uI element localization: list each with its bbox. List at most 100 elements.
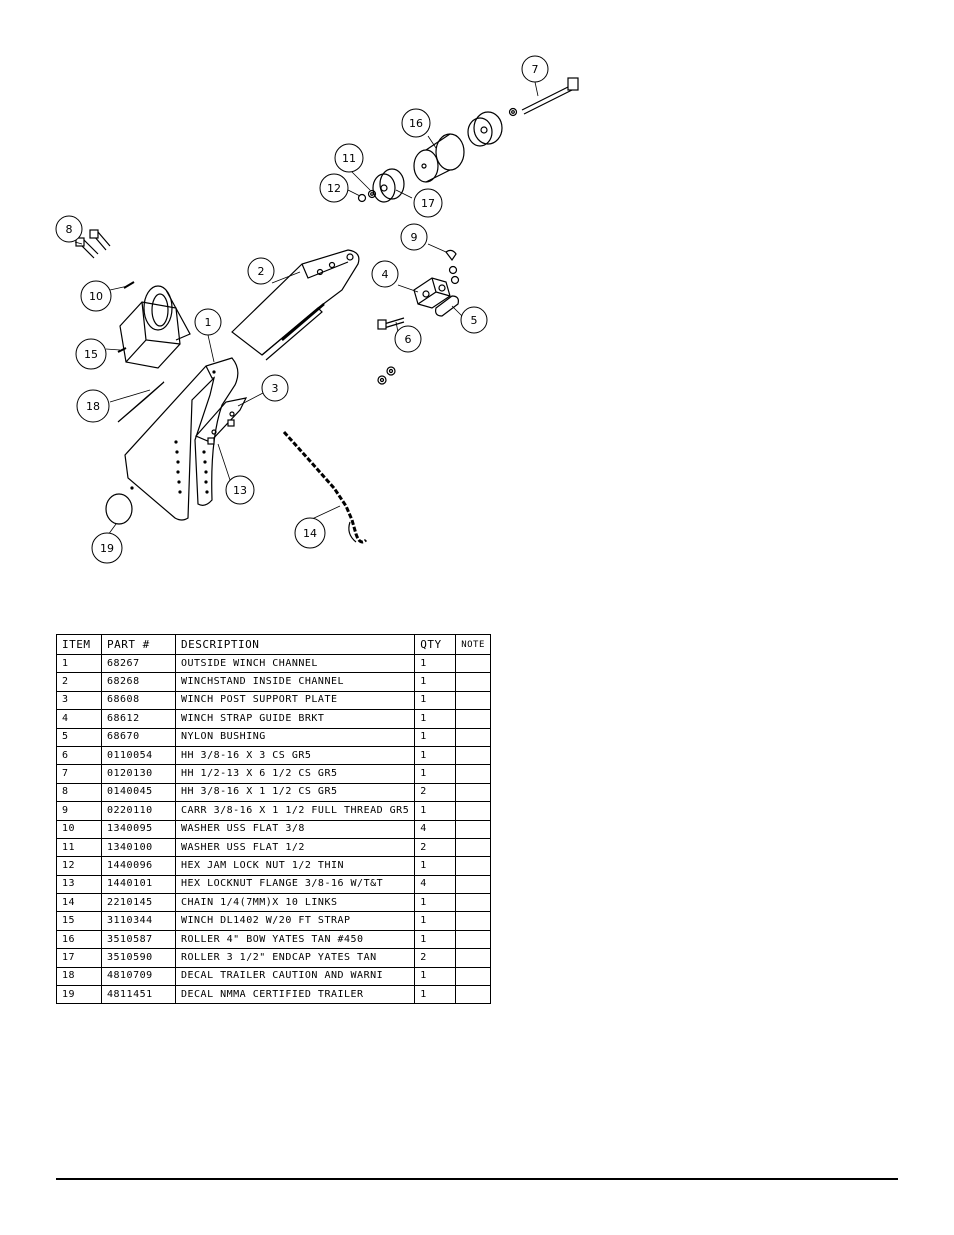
- cell-qty: 2: [414, 782, 457, 803]
- header-note: NOTE: [455, 634, 491, 655]
- cell-qty: 1: [414, 985, 457, 1005]
- callout-16: 16: [401, 108, 431, 138]
- cell-note: [455, 801, 491, 821]
- cell-part-number: 1440101: [101, 874, 176, 895]
- svg-text:15: 15: [84, 348, 98, 361]
- cell-note: [455, 819, 491, 839]
- cell-note: [455, 966, 491, 987]
- cell-part-number: 68268: [101, 672, 176, 692]
- svg-text:6: 6: [405, 333, 412, 346]
- part-long-bolt: [521, 77, 579, 115]
- cell-item: 19: [56, 985, 102, 1005]
- cell-description: WINCH DL1402 W/20 FT STRAP: [174, 911, 416, 931]
- cell-qty: 1: [414, 801, 457, 821]
- callout-5: 5: [460, 306, 488, 334]
- cell-item: 17: [56, 948, 102, 968]
- cell-note: [455, 893, 491, 913]
- cell-description: CHAIN 1/4(7MM)X 10 LINKS: [174, 893, 416, 913]
- part-washer-nut-top: [357, 107, 518, 203]
- cell-qty: 2: [414, 948, 457, 968]
- svg-text:9: 9: [411, 231, 418, 244]
- svg-text:12: 12: [327, 182, 341, 195]
- cell-part-number: 68267: [101, 653, 176, 674]
- svg-text:1: 1: [205, 316, 212, 329]
- header-qty: QTY: [414, 634, 457, 655]
- callout-2: 2: [247, 257, 275, 285]
- callout-17: 17: [413, 188, 443, 218]
- callout-9: 9: [400, 223, 428, 251]
- callout-3: 3: [261, 374, 289, 402]
- cell-description: HEX LOCKNUT FLANGE 3/8-16 W/T&T: [174, 874, 416, 895]
- cell-part-number: 4811451: [101, 985, 176, 1005]
- cell-part-number: 4810709: [101, 966, 176, 987]
- cell-qty: 1: [414, 929, 457, 950]
- cell-part-number: 3510587: [101, 929, 176, 950]
- cell-qty: 1: [414, 911, 457, 931]
- cell-note: [455, 911, 491, 931]
- cell-description: ROLLER 3 1/2" ENDCAP YATES TAN: [174, 948, 416, 968]
- header-description: DESCRIPTION: [174, 634, 416, 655]
- cell-note: [455, 856, 491, 876]
- cell-description: WASHER USS FLAT 3/8: [174, 819, 416, 839]
- cell-qty: 1: [414, 690, 457, 711]
- exploded-parts-diagram: 1 2 3 4 5 6 7 8 9 10 11 12 13 14 15 16 1…: [55, 55, 579, 564]
- cell-note: [455, 874, 491, 895]
- cell-qty: 1: [414, 727, 457, 747]
- cell-description: DECAL TRAILER CAUTION AND WARNI: [174, 966, 416, 987]
- cell-item: 10: [56, 819, 102, 839]
- svg-text:8: 8: [66, 223, 73, 236]
- cell-item: 2: [56, 672, 102, 692]
- cell-note: [455, 837, 491, 858]
- cell-item: 12: [56, 856, 102, 876]
- callout-6: 6: [394, 325, 422, 353]
- cell-description: WASHER USS FLAT 1/2: [174, 837, 416, 858]
- cell-description: WINCHSTAND INSIDE CHANNEL: [174, 672, 416, 692]
- cell-item: 11: [56, 837, 102, 858]
- cell-qty: 1: [414, 856, 457, 876]
- cell-part-number: 1340100: [101, 837, 176, 858]
- callout-15: 15: [75, 338, 107, 370]
- cell-part-number: 68612: [101, 709, 176, 729]
- cell-note: [455, 948, 491, 968]
- cell-qty: 1: [414, 653, 457, 674]
- cell-part-number: 68608: [101, 690, 176, 711]
- cell-item: 7: [56, 764, 102, 784]
- part-nylon-bushing: [435, 295, 459, 317]
- cell-description: HH 3/8-16 X 3 CS GR5: [174, 745, 416, 766]
- cell-note: [455, 929, 491, 950]
- cell-item: 5: [56, 727, 102, 747]
- cell-description: CARR 3/8-16 X 1 1/2 FULL THREAD GR5: [174, 801, 416, 821]
- footer-rule: [56, 1178, 898, 1180]
- header-part-number: PART #: [101, 634, 176, 655]
- cell-part-number: 1440096: [101, 856, 176, 876]
- callout-4: 4: [371, 260, 399, 288]
- cell-part-number: 68670: [101, 727, 176, 747]
- callout-13: 13: [225, 475, 255, 505]
- svg-text:14: 14: [303, 527, 317, 540]
- svg-text:7: 7: [532, 63, 539, 76]
- cell-item: 4: [56, 709, 102, 729]
- part-carriage-bolt: [445, 249, 457, 262]
- part-endcap-roller: [372, 111, 503, 203]
- cell-note: [455, 672, 491, 692]
- cell-qty: 1: [414, 672, 457, 692]
- svg-text:17: 17: [421, 197, 435, 210]
- cell-part-number: 3110344: [101, 911, 176, 931]
- callout-8: 8: [55, 215, 83, 243]
- cell-description: HH 3/8-16 X 1 1/2 CS GR5: [174, 782, 416, 803]
- callout-19: 19: [91, 532, 123, 564]
- part-washers-nuts-lower: [377, 265, 460, 385]
- part-bolts-hh-3-8: [75, 229, 111, 259]
- callout-10: 10: [80, 280, 112, 312]
- cell-note: [455, 745, 491, 766]
